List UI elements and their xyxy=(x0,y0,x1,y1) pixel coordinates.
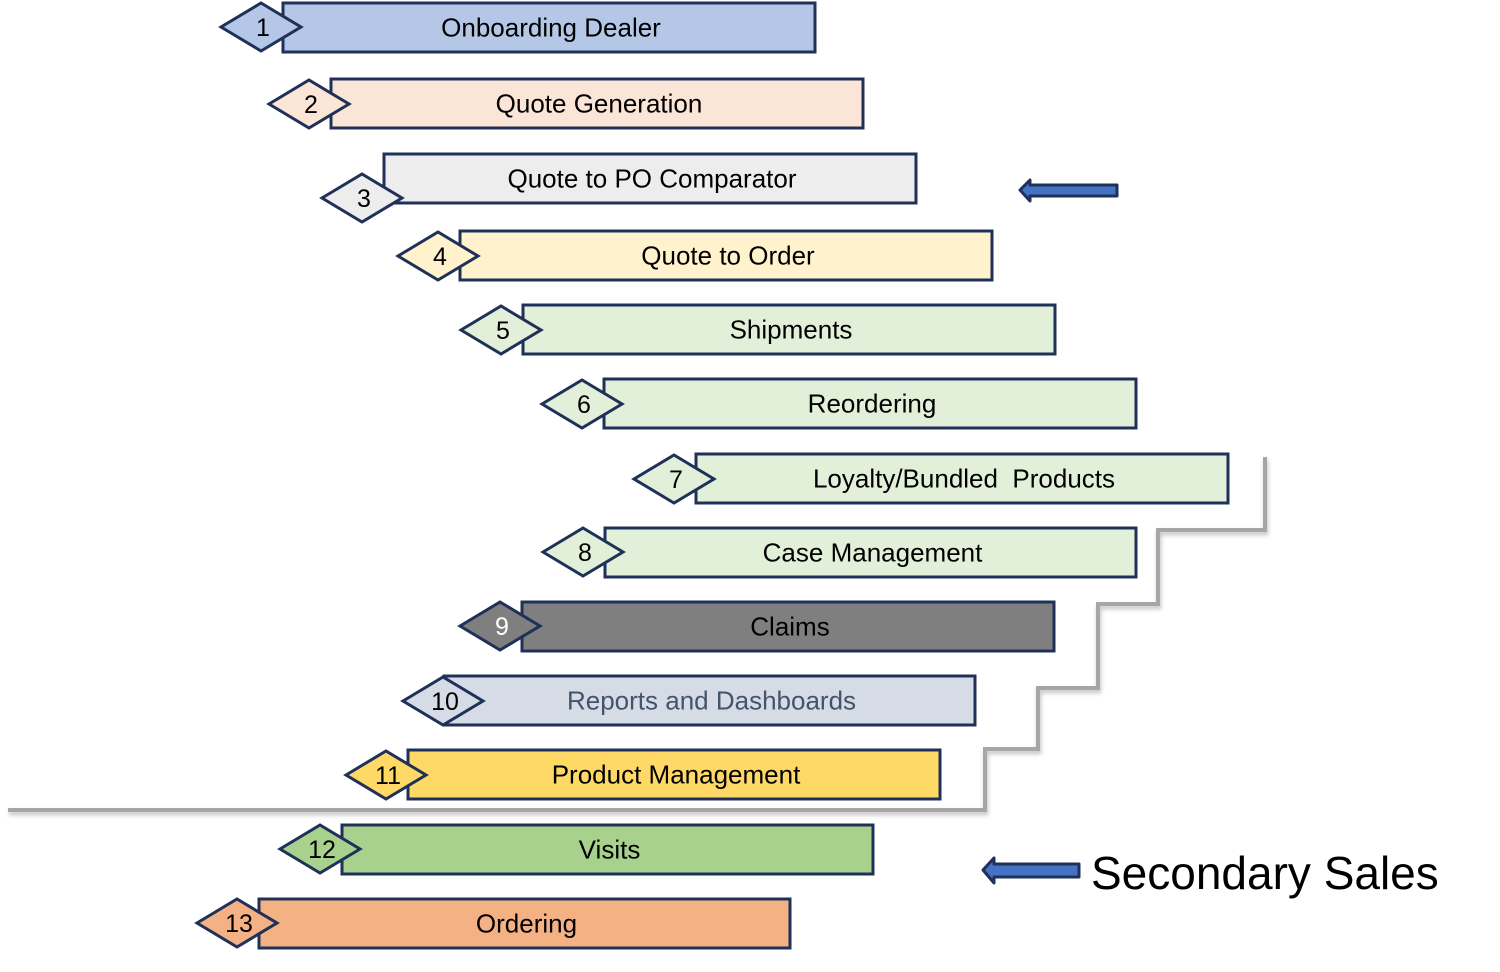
process-step-8: Case Management 8 xyxy=(540,526,1138,579)
step-number-diamond-icon xyxy=(319,172,405,224)
step-number: 10 xyxy=(431,688,459,716)
process-step-6: Reordering 6 xyxy=(539,377,1138,430)
step-bar xyxy=(602,377,1138,430)
step-bar xyxy=(406,748,942,801)
step-label: Claims xyxy=(750,612,829,642)
step-label: Reports and Dashboards xyxy=(567,686,856,716)
step-number-diamond-icon xyxy=(457,600,543,652)
step-bar xyxy=(442,674,977,727)
step-number-diamond-icon xyxy=(266,78,352,130)
step-number-diamond-icon xyxy=(395,230,481,282)
step-label: Ordering xyxy=(476,909,577,939)
step-bar xyxy=(340,823,875,876)
step-number-diamond-icon xyxy=(277,823,363,875)
left-arrow-icon xyxy=(981,856,1081,885)
step-label: Quote to PO Comparator xyxy=(507,164,796,194)
step-number: 3 xyxy=(357,185,371,213)
step-label: Reordering xyxy=(808,389,937,419)
step-label: Case Management xyxy=(763,538,983,568)
step-number: 8 xyxy=(578,539,592,567)
process-step-5: Shipments 5 xyxy=(458,303,1057,356)
step-number-diamond-icon xyxy=(218,1,304,53)
left-arrow-icon xyxy=(1018,178,1119,203)
process-step-7: Loyalty/Bundled Products 7 xyxy=(631,452,1230,505)
step-number-diamond-icon xyxy=(194,897,280,949)
process-step-4: Quote to Order 4 xyxy=(395,229,994,282)
step-number: 1 xyxy=(256,14,270,42)
step-label: Loyalty/Bundled Products xyxy=(813,464,1115,494)
process-step-3: Quote to PO Comparator 3 xyxy=(319,152,918,224)
step-bar xyxy=(281,1,817,54)
secondary-sales-label: Secondary Sales xyxy=(1091,847,1439,899)
process-step-11: Product Management 11 xyxy=(343,748,942,801)
step-number-diamond-icon xyxy=(458,304,544,356)
step-bar xyxy=(694,452,1230,505)
process-step-1: Onboarding Dealer 1 xyxy=(218,1,817,54)
process-step-12: Visits 12 xyxy=(277,823,875,876)
step-number: 5 xyxy=(496,317,510,345)
step-label: Quote to Order xyxy=(641,241,815,271)
step-bar xyxy=(521,303,1057,356)
step-number: 9 xyxy=(495,613,509,641)
process-step-9: Claims 9 xyxy=(457,600,1056,653)
step-bar xyxy=(603,526,1138,579)
step-number-diamond-icon xyxy=(400,675,486,727)
step-label: Onboarding Dealer xyxy=(441,13,661,43)
step-number: 6 xyxy=(577,391,591,419)
process-step-2: Quote Generation 2 xyxy=(266,77,865,130)
step-number: 7 xyxy=(669,466,683,494)
staircase-divider-line xyxy=(8,457,1267,812)
process-step-13: Ordering 13 xyxy=(194,897,792,950)
step-number-diamond-icon xyxy=(540,526,626,578)
secondary-sales-annotation: Secondary Sales xyxy=(981,847,1439,899)
step-label: Product Management xyxy=(552,760,801,790)
step-number-diamond-icon xyxy=(539,378,625,430)
step-label: Quote Generation xyxy=(496,89,703,119)
process-step-10: Reports and Dashboards 10 xyxy=(400,674,977,727)
step-number: 2 xyxy=(304,91,318,119)
step-number: 12 xyxy=(308,836,336,864)
step-label: Shipments xyxy=(730,315,853,345)
step-label: Visits xyxy=(579,835,641,865)
step-bar xyxy=(382,152,918,205)
step-number-diamond-icon xyxy=(631,453,717,505)
step-number: 13 xyxy=(225,910,253,938)
step-number-diamond-icon xyxy=(343,749,429,801)
step-number: 11 xyxy=(375,762,401,790)
step-number: 4 xyxy=(433,243,447,271)
step-bar xyxy=(458,229,994,282)
